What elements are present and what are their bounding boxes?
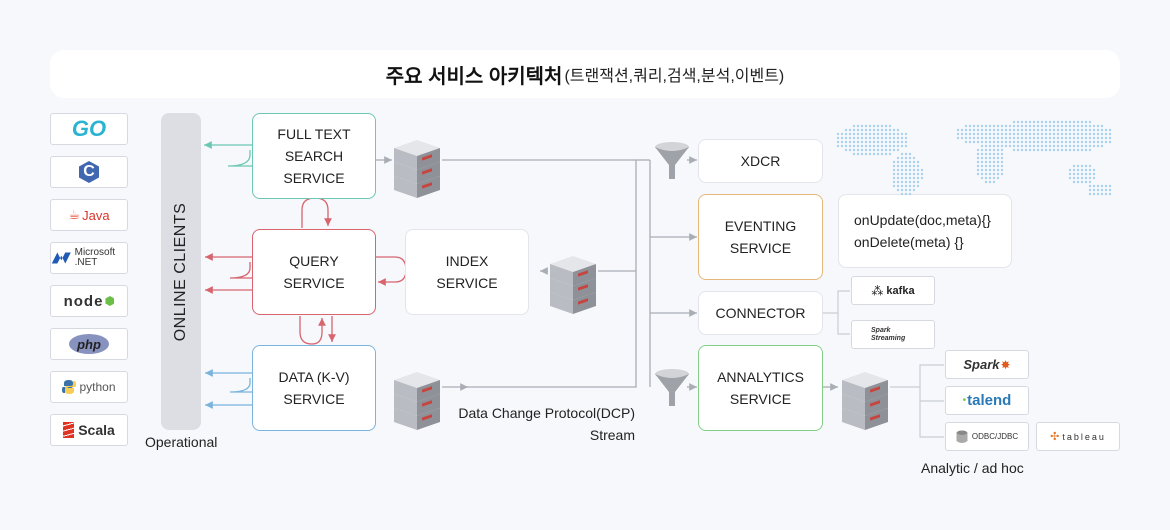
talend-logo: • talend xyxy=(945,386,1029,415)
eventing-code-line-1: onUpdate(doc,meta){} xyxy=(854,212,991,228)
server-stack-icon xyxy=(394,140,440,198)
spark-streaming-text: Spark Streaming xyxy=(871,326,906,342)
index-service: INDEX SERVICE xyxy=(405,229,529,315)
connector-service: CONNECTOR xyxy=(698,291,823,335)
analytic-adhoc-label: Analytic / ad hoc xyxy=(921,460,1024,476)
go-logo: GO xyxy=(50,113,128,145)
scala-stairs-icon xyxy=(63,422,75,438)
query-line-1: QUERY xyxy=(289,253,339,269)
data-line-2: SERVICE xyxy=(283,391,345,407)
tableau-logo-text: tableau xyxy=(1062,431,1106,442)
server-stack-icon xyxy=(394,372,440,430)
online-clients-panel: ONLINE CLIENTS xyxy=(161,113,201,430)
analytics-service: ANNALYTICS SERVICE xyxy=(698,345,823,431)
go-logo-text: GO xyxy=(71,116,107,141)
odbc-jdbc-text: ODBC/JDBC xyxy=(971,432,1019,441)
database-icon xyxy=(956,430,968,443)
dcp-line-1: Data Change Protocol(DCP) xyxy=(458,405,635,421)
python-snake-icon xyxy=(62,380,77,394)
java-logo: ☕ Java xyxy=(50,199,128,231)
spark-logo-text: Spark xyxy=(963,357,1000,372)
java-logo-text: Java xyxy=(82,207,110,223)
kafka-logo: ⁂ kafka xyxy=(851,276,935,305)
fts-line-2: SEARCH xyxy=(284,148,344,164)
dotnet-logo: Microsoft .NET xyxy=(50,242,128,274)
scala-logo-text: Scala xyxy=(78,422,115,438)
talend-logo-text: talend xyxy=(967,392,1012,409)
fts-line-1: FULL TEXT xyxy=(277,126,351,142)
xdcr-line-1: XDCR xyxy=(740,153,781,169)
tableau-cross-icon: ✣ xyxy=(1050,431,1060,443)
kafka-logo-text: kafka xyxy=(886,284,915,297)
odbc-jdbc-logo: ODBC/JDBC xyxy=(945,422,1029,451)
funnel-icon xyxy=(655,369,689,406)
c-logo-text: C xyxy=(79,161,99,183)
eventing-service: EVENTING SERVICE xyxy=(698,194,823,280)
scala-logo: Scala xyxy=(50,414,128,446)
operational-label: Operational xyxy=(145,434,218,450)
kafka-nodes-icon: ⁂ xyxy=(871,283,884,298)
dcp-caption: Data Change Protocol(DCP) Stream xyxy=(457,402,635,446)
title-sub: (트랜잭션,쿼리,검색,분석,이벤트) xyxy=(564,68,785,85)
analytics-line-2: SERVICE xyxy=(729,391,792,407)
index-line-1: INDEX xyxy=(445,253,489,269)
php-logo: php xyxy=(50,328,128,360)
spark-star-icon: ✸ xyxy=(1000,357,1011,372)
php-logo-text: php xyxy=(69,334,109,354)
server-stack-icon xyxy=(550,256,596,314)
funnel-icon xyxy=(655,142,689,179)
fts-line-3: SERVICE xyxy=(283,170,345,186)
index-line-2: SERVICE xyxy=(436,275,498,291)
eventing-line-1: EVENTING xyxy=(724,218,797,234)
python-logo: python xyxy=(50,371,128,403)
analytics-line-1: ANNALYTICS xyxy=(717,369,804,385)
full-text-search-service: FULL TEXT SEARCH SERVICE xyxy=(252,113,376,199)
java-cup-icon: ☕ xyxy=(68,207,81,222)
tableau-logo: ✣ tableau xyxy=(1036,422,1120,451)
spark-logo: Spark ✸ xyxy=(945,350,1029,379)
title-main: 주요 서비스 아키텍처 xyxy=(385,65,563,88)
dotnet-logo-text: Microsoft .NET xyxy=(74,247,116,268)
python-logo-text: python xyxy=(79,380,116,394)
title-bar: 주요 서비스 아키텍처 (트랜잭션,쿼리,검색,분석,이벤트) xyxy=(50,50,1120,98)
data-kv-service: DATA (K-V) SERVICE xyxy=(252,345,376,431)
dcp-line-2: Stream xyxy=(589,427,635,443)
data-line-1: DATA (K-V) xyxy=(278,369,350,385)
eventing-code-box: onUpdate(doc,meta){} onDelete(meta) {} xyxy=(838,194,1012,268)
eventing-code-line-2: onDelete(meta) {} xyxy=(854,234,964,250)
node-hex-icon xyxy=(105,296,115,306)
connector-line-1: CONNECTOR xyxy=(715,305,806,321)
query-service: QUERY SERVICE xyxy=(252,229,376,315)
talend-dot-icon: • xyxy=(962,395,967,406)
world-map-graphic xyxy=(836,120,1112,196)
query-line-2: SERVICE xyxy=(283,275,345,291)
spark-streaming-logo: Spark Streaming xyxy=(851,320,935,349)
online-clients-label: ONLINE CLIENTS xyxy=(172,202,189,341)
xdcr-service: XDCR xyxy=(698,139,823,183)
dotnet-wave-icon xyxy=(51,252,71,264)
node-logo-text: node xyxy=(63,292,104,310)
c-logo: C xyxy=(50,156,128,188)
node-logo: node xyxy=(50,285,128,317)
eventing-line-2: SERVICE xyxy=(729,240,792,256)
server-stack-icon xyxy=(842,372,888,430)
